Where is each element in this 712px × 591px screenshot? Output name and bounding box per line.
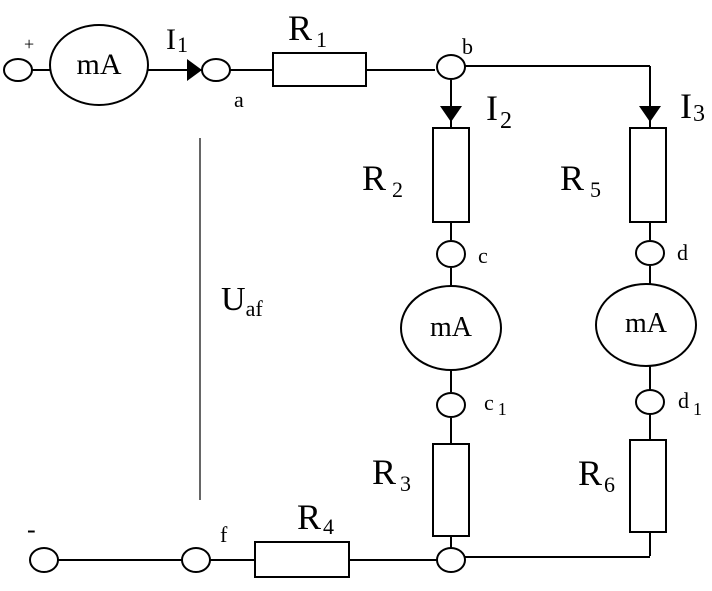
resistor-r4 [254,541,350,578]
label-voltage: Uaf [221,281,263,321]
meters [49,24,697,371]
node-a-terminal [201,58,231,82]
resistor-r5 [629,127,667,223]
milliammeter-branch-d [595,283,697,367]
milliammeter-main [49,24,149,106]
node-b-terminal [436,54,466,80]
label-i1: I1 [166,23,188,57]
wires [32,65,651,561]
node-f-terminal [181,547,211,573]
resistor-r1 [272,52,367,87]
node-d-terminal [635,240,665,266]
label-meter-c: mA [430,312,473,343]
arrow-i3 [639,106,661,122]
node-d1-terminal [635,389,665,415]
terminal-minus [29,547,59,573]
resistors [254,52,667,578]
node-c-terminal [436,240,466,268]
label-minus: - [27,515,36,544]
label-node-a: a [234,87,244,112]
label-i3: I3 [680,86,705,127]
label-meter-main: mA [77,48,122,81]
label-meter-d: mA [625,308,668,339]
label-node-f: f [220,522,228,547]
node-bottom-terminal [436,547,466,573]
label-node-b: b [462,34,473,59]
resistor-r2 [432,127,470,223]
label-node-d: d [677,240,688,265]
arrow-i1 [187,59,202,81]
node-c1-terminal [436,392,466,418]
resistor-r3 [432,443,470,537]
arrow-i2 [440,106,462,122]
label-r6: R6 [578,453,615,497]
milliammeter-branch-c [400,285,502,371]
resistor-r6 [629,439,667,533]
terminals [3,54,665,573]
label-node-c: c [478,243,488,268]
current-arrows [187,59,661,122]
terminal-plus [3,58,33,82]
label-r4: R4 [297,497,334,539]
label-i2: I2 [486,88,512,134]
label-plus: + [24,34,34,54]
